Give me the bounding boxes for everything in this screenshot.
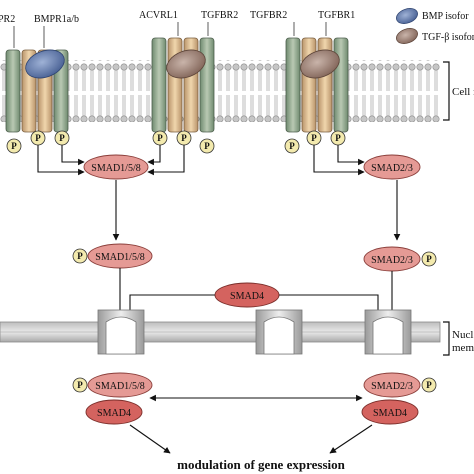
phospho-badge: P — [284, 138, 300, 154]
smad158-nucleus: SMAD1/5/8 P — [72, 372, 153, 398]
nuclear-pore-left — [97, 309, 145, 355]
receptor-label-right-type1: TGFBR1 — [318, 10, 355, 21]
svg-text:SMAD4: SMAD4 — [97, 408, 131, 419]
legend-tgf-label: TGF-β isofor — [422, 32, 474, 43]
smad4-cytoplasm: SMAD4 — [214, 282, 280, 308]
cell-membrane — [0, 60, 440, 122]
svg-text:SMAD4: SMAD4 — [373, 408, 407, 419]
svg-text:P: P — [426, 254, 432, 264]
svg-text:SMAD2/3: SMAD2/3 — [371, 163, 413, 174]
svg-text:P: P — [35, 133, 41, 143]
phospho-badge: P — [54, 130, 70, 146]
svg-text:SMAD1/5/8: SMAD1/5/8 — [95, 252, 144, 263]
svg-text:P: P — [289, 141, 295, 151]
receptor-complex-tgfbr — [285, 22, 349, 133]
phospho-badge: P — [152, 130, 168, 146]
svg-text:SMAD1/5/8: SMAD1/5/8 — [95, 381, 144, 392]
svg-text:P: P — [157, 133, 163, 143]
bmp-ligand — [25, 49, 65, 79]
svg-text:P: P — [426, 380, 432, 390]
receptor-label-left-type1: BMPR1a/b — [34, 14, 79, 25]
legend-tgf-icon — [396, 28, 418, 44]
phospho-badge: P — [306, 130, 322, 146]
smad158-phospho: SMAD1/5/8 P — [72, 243, 153, 269]
svg-text:SMAD2/3: SMAD2/3 — [371, 255, 413, 266]
receptor-to-smad23-arrows — [313, 145, 365, 176]
receptor-label-middle-type1: ACVRL1 — [139, 10, 178, 21]
smad23-nucleus: SMAD2/3 P — [363, 372, 437, 398]
svg-text:P: P — [181, 133, 187, 143]
tgf-ligand-middle — [166, 49, 206, 79]
cell-membrane-bracket — [443, 61, 450, 121]
legend-bmp-label: BMP isofor — [422, 11, 469, 22]
phospho-group: P P P P P P P P P — [6, 130, 346, 154]
svg-text:P: P — [11, 141, 17, 151]
nuclear-membrane-label-1: Nucl — [452, 329, 473, 341]
receptor-label-left-type2: PR2 — [0, 14, 15, 25]
receptor-complex-bmp — [5, 26, 69, 133]
receptor-label-right-type2: TGFBR2 — [250, 10, 287, 21]
receptor-label-middle-type2: TGFBR2 — [201, 10, 238, 21]
phospho-badge: P — [176, 130, 192, 146]
phospho-badge: P — [30, 130, 46, 146]
tgf-ligand-right — [300, 49, 340, 79]
svg-text:P: P — [204, 141, 210, 151]
cell-membrane-label: Cell m — [452, 86, 474, 98]
legend-bmp-icon — [396, 8, 418, 24]
svg-text:P: P — [335, 133, 341, 143]
phospho-badge: P — [199, 138, 215, 154]
receptor-to-smad158-arrows — [37, 145, 185, 176]
smad4-nucleus-left: SMAD4 — [85, 399, 143, 425]
smad23-phospho: SMAD2/3 P — [363, 246, 437, 272]
phospho-badge: P — [330, 130, 346, 146]
svg-text:P: P — [77, 251, 83, 261]
svg-text:SMAD4: SMAD4 — [230, 291, 264, 302]
gene-expression-label: modulation of gene expression — [177, 457, 345, 472]
nuclear-pore-middle — [255, 309, 303, 355]
smad23-cytoplasm-1: SMAD2/3 — [363, 154, 421, 180]
svg-text:P: P — [311, 133, 317, 143]
arrow-to-gene-left — [129, 424, 171, 454]
nuclear-membrane-bracket — [443, 321, 450, 356]
phospho-badge: P — [6, 138, 22, 154]
svg-text:P: P — [59, 133, 65, 143]
svg-text:P: P — [77, 380, 83, 390]
arrow-to-gene-right — [329, 424, 373, 454]
smad4-nucleus-right: SMAD4 — [361, 399, 419, 425]
nuclear-membrane-label-2: mem — [452, 342, 474, 354]
svg-text:SMAD1/5/8: SMAD1/5/8 — [91, 163, 140, 174]
nuclear-pore-right — [364, 309, 412, 355]
svg-text:SMAD2/3: SMAD2/3 — [371, 381, 413, 392]
smad158-cytoplasm-1: SMAD1/5/8 — [83, 154, 149, 180]
